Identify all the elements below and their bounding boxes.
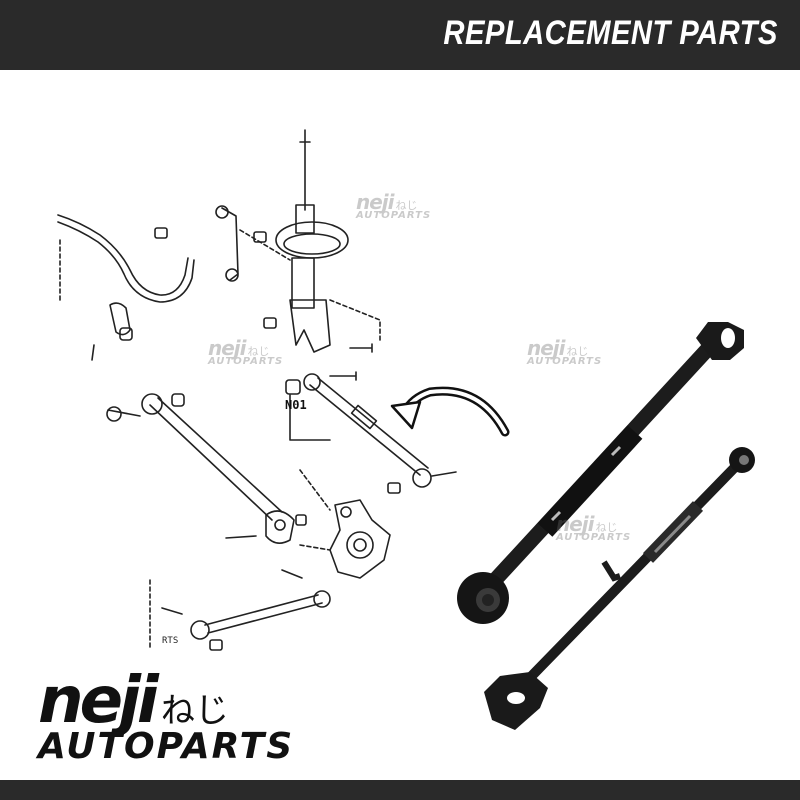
upper-control-arm	[457, 322, 744, 624]
stabilizer-bar	[57, 214, 189, 296]
steering-knuckle	[329, 499, 391, 579]
banner-title: REPLACEMENT PARTS	[443, 14, 778, 52]
logo-subtitle: AUTOPARTS	[38, 726, 295, 767]
lower-link	[190, 590, 331, 640]
header-banner: REPLACEMENT PARTS	[0, 0, 800, 70]
corner-label: RTS	[162, 636, 179, 646]
lateral-link-n01	[303, 373, 432, 488]
strut-assembly	[275, 129, 349, 353]
footer-bar	[0, 780, 800, 800]
part-label-n01: N01	[285, 398, 307, 412]
logo-wordmark: neji	[38, 664, 159, 738]
lower-arm	[141, 393, 295, 544]
curved-arrow-icon	[390, 386, 510, 437]
logo-kana: ねじ	[160, 691, 229, 731]
stabilizer-link	[221, 207, 239, 281]
suspension-diagram	[57, 129, 755, 730]
lower-control-arm	[484, 447, 755, 730]
